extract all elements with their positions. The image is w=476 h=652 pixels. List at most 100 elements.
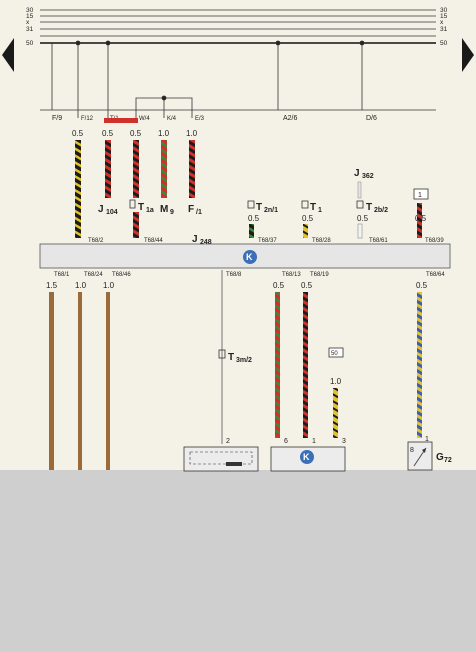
wire-blue-yellow [417,292,422,438]
rail-label: 50 [440,40,448,47]
rail-labels-right: 30 15 x 31 50 [440,7,448,47]
component-t3m2-sub: 3m/2 [236,357,252,364]
component-t3m2: T [228,352,234,363]
component-t1a: T [138,202,144,213]
fuse-box-1-label: 1 [418,192,422,199]
component-t2n1-sub: 2n/1 [264,207,278,214]
pin-label-f9: F/9 [52,115,62,122]
rail-label: x [26,19,30,26]
svg-text:0.5: 0.5 [273,281,285,290]
wire-yellow-black [303,224,308,238]
component-j362: J [354,168,360,179]
pin-number: 3 [342,438,346,445]
svg-text:T68/64: T68/64 [426,272,445,278]
wire-gauge: 0.5 [357,214,369,223]
fuse-bracket [135,95,193,118]
wire-black-red [133,212,139,238]
blank-area [0,470,476,647]
component-g72-sub: 72 [444,457,452,464]
component-g72: G [436,452,444,463]
pin-number: 2 [226,438,230,445]
wire-gauge: 1.0 [330,377,342,386]
ecu-label: J [192,234,198,245]
wire-brown [106,292,110,470]
wire-black-red [133,140,139,198]
svg-text:T68/61: T68/61 [369,238,388,244]
connector-icon [218,349,226,359]
next-page-arrow-icon[interactable] [462,38,474,72]
component-t2b2-sub: 2b/2 [374,207,388,214]
pin-label-a26: A2/6 [283,115,298,122]
svg-text:T68/37: T68/37 [258,238,277,244]
svg-text:1.0: 1.0 [103,281,115,290]
sensor-g72 [407,441,433,471]
svg-text:T68/24: T68/24 [84,272,103,278]
wire-black-green [249,224,254,238]
prev-page-arrow-icon[interactable] [2,38,14,72]
wire-gauge: 0.5 [102,129,114,138]
rail-label: 31 [440,26,448,33]
sensor-housing [183,446,259,472]
svg-text:T68/19: T68/19 [310,272,329,278]
rail-labels-left: 30 15 x 31 50 [26,7,34,47]
pin-label: E/3 [195,116,205,122]
wire-red-green [161,140,167,198]
wire-black-red [303,292,308,438]
component-f1: F [188,204,194,215]
k-badge-icon [300,450,314,464]
svg-text:T68/8: T68/8 [226,272,242,278]
pin-number: 8 [410,447,414,454]
k-badge-label: K [303,452,310,462]
component-j104-sub: 104 [106,209,118,216]
svg-text:0.5: 0.5 [416,281,428,290]
wire-red-green [275,292,280,438]
ecu-label-sub: 248 [200,239,212,246]
connector-icon [247,200,255,209]
component-t1a-sub: 1a [146,207,154,214]
rail-label: 15 [26,13,34,20]
wire-yellow-black [333,388,338,438]
bottom-gauges: 1.5 1.0 1.0 0.5 0.5 0.5 [46,281,428,290]
wire-brown [78,292,82,470]
svg-text:T68/46: T68/46 [112,272,131,278]
pin-label: W/4 [139,116,150,122]
paper-background [0,0,476,470]
pin-label: F/12 [81,116,94,122]
svg-text:T68/28: T68/28 [312,238,331,244]
component-t1: T [310,202,316,213]
rail-label: 31 [26,26,34,33]
fuse-box-1 [413,188,429,200]
sensor-element [226,462,242,466]
arrow-icon [422,448,426,453]
wire-gauge: 0.5 [130,129,142,138]
connector-top-labels: T68/2 T68/44 T68/37 T68/28 T68/61 T68/39 [88,238,444,244]
fuse-box-50-label: 50 [331,351,338,357]
rail-label: 30 [26,7,34,14]
svg-text:T68/2: T68/2 [88,238,104,244]
component-f1-sub: /1 [196,209,202,216]
pin-label-d6: D/6 [366,115,377,122]
connector-bottom-labels: T68/1 T68/24 T68/46 T68/8 T68/13 T68/19 … [54,272,445,278]
pin-number: 6 [284,438,288,445]
component-m9-sub: 9 [170,209,174,216]
svg-text:T68/39: T68/39 [425,238,444,244]
wire-brown [49,292,54,470]
pin-label: K/4 [167,116,177,122]
relay-link-wire [104,118,138,123]
rail-label: 30 [440,7,448,14]
pin-number: 1 [312,438,316,445]
wire-black-red [189,140,195,198]
component-t2b2: T [366,202,372,213]
wire-white [357,223,363,239]
component-t1-sub: 1 [318,207,322,214]
svg-text:T68/13: T68/13 [282,272,301,278]
wire-gauge: 1.0 [186,129,198,138]
wire-gauge: 0.5 [72,129,84,138]
rail-label: 50 [26,40,34,47]
svg-text:T68/1: T68/1 [54,272,70,278]
power-rails [40,9,436,44]
rail-feeds [51,40,365,118]
wire-gauge: 0.5 [248,214,260,223]
